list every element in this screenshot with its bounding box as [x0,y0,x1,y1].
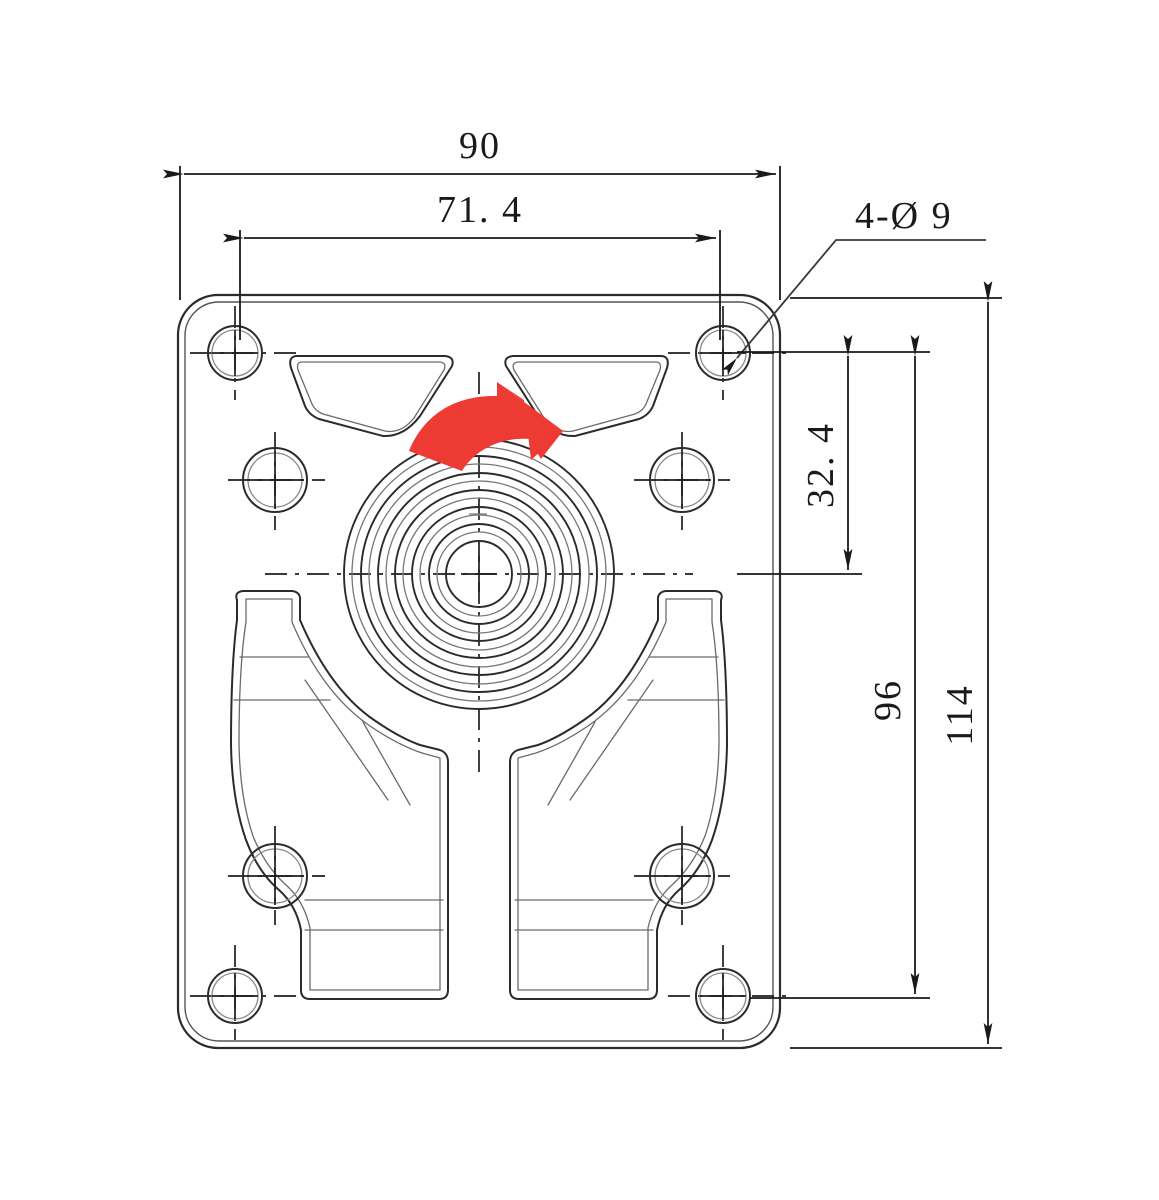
corner-hole-bottom-left [207,968,263,1024]
dimension-height-114: 114 [790,281,1002,1049]
lower-right-pocket [509,590,728,1000]
lower-boss-left [242,843,308,909]
dimension-label-hole-pitch-h: 71. 4 [437,189,523,231]
callout-corner-holes: 4-Ø 9 [721,195,986,376]
corner-hole-bottom-right [695,968,751,1024]
mid-boss-left [242,447,308,513]
plate-outline [176,293,782,1050]
rotation-direction-arrow [409,382,563,471]
lower-left-pocket [230,590,449,1000]
dimension-label-hub-offset: 32. 4 [800,422,842,508]
dimension-label-width: 90 [459,125,501,167]
dimension-hole-pitch-71-4: 71. 4 [223,189,721,340]
dimension-label-hole-pitch-v: 96 [867,679,909,721]
mid-boss-right [649,447,715,513]
upper-right-pocket [504,355,669,438]
dimension-hole-pitch-96: 96 [750,335,930,999]
dimension-hub-offset-32-4: 32. 4 [737,335,862,575]
callout-label-corner-holes: 4-Ø 9 [855,195,953,237]
lower-boss-right [649,843,715,909]
upper-left-pocket [289,355,454,438]
corner-hole-top-left [207,325,263,381]
dimension-width-90: 90 [163,125,781,300]
dimension-label-height: 114 [939,684,981,746]
